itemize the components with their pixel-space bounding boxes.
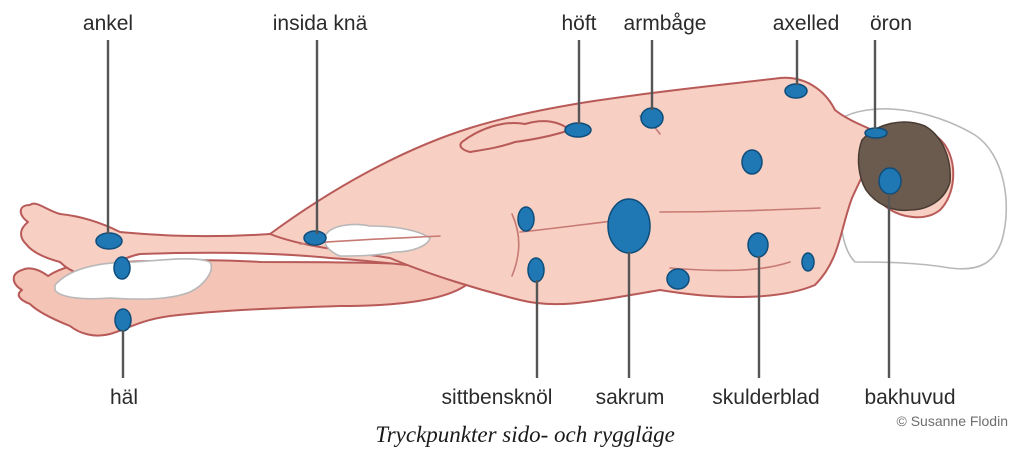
label-hoft: höft [561,12,596,35]
pressure-point-hoft [565,123,591,137]
pressure-point-upper-back [742,150,762,174]
label-hal: häl [110,386,138,409]
pressure-point-armbage [641,108,663,128]
label-sakrum: sakrum [596,386,665,409]
pressure-point-ankel [96,233,122,249]
pressure-point-sittbensknol [528,258,544,282]
label-ankel: ankel [83,12,133,35]
pressure-point-hal [115,309,131,331]
label-axelled: axelled [773,12,840,35]
pressure-point-insida-kna [304,231,326,245]
pressure-point-skulderblad [748,233,768,257]
label-bakhuvud: bakhuvud [864,386,955,409]
pressure-point-ankel-lower [114,257,130,279]
label-insida-kna: insida knä [273,12,368,35]
caption: Tryckpunkter sido- och ryggläge [0,422,1020,448]
pressure-point-oron [865,128,887,138]
pressure-point-shoulder-edge [802,253,814,271]
pressure-point-bakhuvud [879,168,901,194]
pressure-point-lower-back [667,269,689,289]
label-oron: öron [870,12,912,35]
label-skulderblad: skulderblad [712,386,819,409]
label-sittbensknol: sittbensknöl [442,386,553,409]
pressure-point-axelled [785,84,807,98]
pressure-point-sakrum [608,199,650,253]
label-armbage: armbåge [624,12,707,35]
pressure-point-buttock [518,207,534,231]
